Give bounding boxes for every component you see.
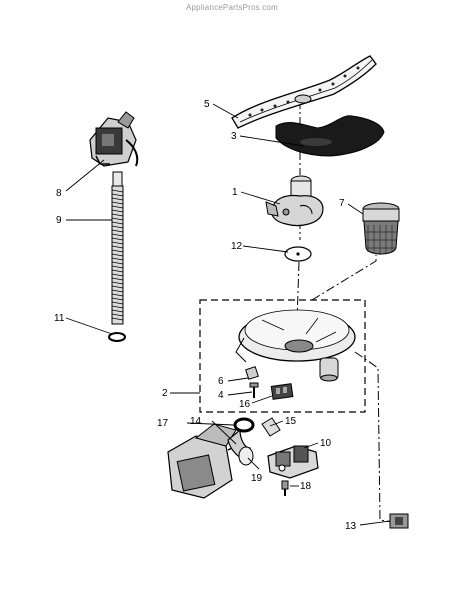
- drain-pump[interactable]: [167, 423, 242, 499]
- clip[interactable]: [261, 417, 281, 437]
- hose-rib: [111, 245, 124, 249]
- callout-5: 5: [204, 99, 210, 110]
- inlet-valve[interactable]: [267, 445, 319, 479]
- hose-rib: [111, 193, 124, 197]
- callout-19: 19: [251, 473, 263, 484]
- callout-labels: 5 3 1 7 12 8 9 11 2 6 4 16 17 14 15 10 1…: [54, 99, 357, 532]
- valve-screw[interactable]: [281, 480, 289, 496]
- pump-motor[interactable]: [89, 111, 139, 167]
- callout-15: 15: [285, 416, 297, 427]
- hose-rib: [111, 221, 124, 225]
- hose-rib: [111, 217, 124, 221]
- callout-14: 14: [190, 416, 202, 427]
- filter-plate-hole: [300, 138, 332, 146]
- hose-clamp[interactable]: [108, 332, 126, 342]
- hose-rib: [111, 305, 124, 309]
- hose-rib: [111, 237, 124, 241]
- hose-rib: [111, 241, 124, 245]
- hose-rib: [111, 277, 124, 281]
- hose-rib: [111, 261, 124, 265]
- hose-rib: [111, 265, 124, 269]
- sump-assembly[interactable]: [235, 309, 356, 382]
- callout-7: 7: [339, 198, 345, 209]
- hose-rib: [111, 293, 124, 297]
- hose-rib: [111, 205, 124, 209]
- hose-rib: [111, 285, 124, 289]
- assembly-dashed-box: [199, 299, 366, 413]
- hose-rib: [111, 213, 124, 217]
- hose-rib: [111, 249, 124, 253]
- mesh-filter[interactable]: [362, 202, 400, 255]
- hose-rib: [111, 233, 124, 237]
- o-ring[interactable]: [233, 417, 255, 433]
- screw[interactable]: [249, 382, 259, 398]
- callout-12: 12: [231, 241, 243, 252]
- callout-13: 13: [345, 521, 357, 532]
- leader-lines: [65, 103, 391, 526]
- callout-10: 10: [320, 438, 332, 449]
- callout-4: 4: [218, 390, 224, 401]
- hose-rib: [111, 289, 124, 293]
- callout-2: 2: [162, 388, 168, 399]
- hose-rib: [111, 257, 124, 261]
- callout-3: 3: [231, 131, 237, 142]
- hose-rib: [111, 197, 124, 201]
- hose-rib: [111, 269, 124, 273]
- hose-rib: [111, 273, 124, 277]
- hose-rib: [111, 317, 124, 321]
- callout-9: 9: [56, 215, 62, 226]
- callout-8: 8: [56, 188, 62, 199]
- hose-rib: [111, 209, 124, 213]
- hose-rib: [111, 201, 124, 205]
- hose-rib: [111, 281, 124, 285]
- hose-rib: [111, 297, 124, 301]
- callout-16: 16: [239, 399, 251, 410]
- watermark: AppliancePartsPros.com: [186, 3, 278, 12]
- hose-rib: [111, 229, 124, 233]
- callout-11: 11: [54, 313, 65, 324]
- hose-rib: [111, 301, 124, 305]
- callout-18: 18: [300, 481, 312, 492]
- connector-block[interactable]: [270, 383, 294, 400]
- screw-bracket[interactable]: [245, 366, 259, 380]
- hose-rib: [111, 313, 124, 317]
- pump-housing[interactable]: [265, 175, 324, 227]
- callout-1: 1: [232, 187, 238, 198]
- callout-6: 6: [218, 376, 224, 387]
- hose-rib: [111, 253, 124, 257]
- callout-17: 17: [157, 418, 169, 429]
- turbidity-sensor[interactable]: [389, 513, 409, 529]
- seal-disc[interactable]: [284, 246, 312, 262]
- hose-rib: [111, 309, 124, 313]
- drain-hose[interactable]: [111, 171, 124, 325]
- filter-plate[interactable]: [275, 115, 385, 157]
- elbow-hose[interactable]: [227, 428, 254, 466]
- spray-arm[interactable]: [231, 55, 377, 129]
- hose-rib: [111, 225, 124, 229]
- hose-rib: [111, 189, 124, 193]
